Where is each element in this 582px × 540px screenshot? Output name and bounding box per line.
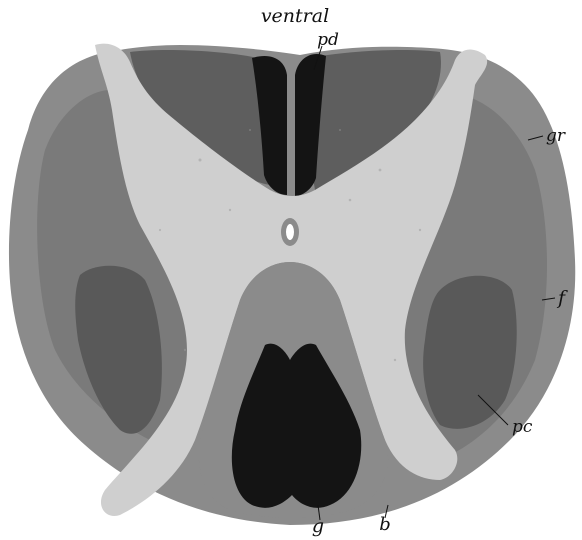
label-pc: pc [512,417,533,437]
central-canal-lumen [286,224,294,240]
label-g: g [312,515,324,537]
label-b: b [379,514,391,535]
label-gr: gr [546,126,566,146]
label-ventral: ventral [261,5,329,27]
label-pd: pd [317,30,339,50]
